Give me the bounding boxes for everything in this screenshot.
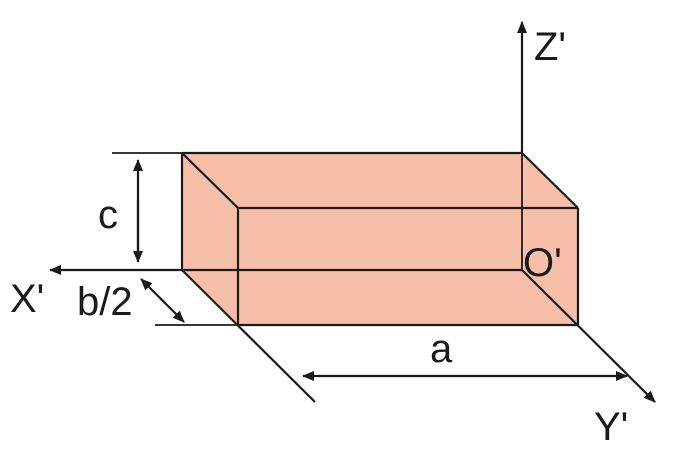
box-side-face [182,153,238,325]
dimensions [112,152,628,381]
box-front-face [238,208,578,325]
dimension-c-label: c [98,193,118,237]
y-axis-label: Y' [594,405,628,449]
x-axis-label: X' [10,277,44,321]
origin-label: O' [523,241,562,285]
dimension-a-label: a [430,327,453,371]
axes [49,21,656,403]
dimension-b2-label: b/2 [77,280,133,324]
z-axis-label: Z' [534,25,566,69]
labels: Z' X' Y' O' a c b/2 [10,25,628,449]
y-axis-line [521,269,656,403]
box-top-face [182,153,578,208]
box-faces [182,153,578,325]
base-diagonal-line [181,269,316,403]
box-edges [180,151,580,327]
